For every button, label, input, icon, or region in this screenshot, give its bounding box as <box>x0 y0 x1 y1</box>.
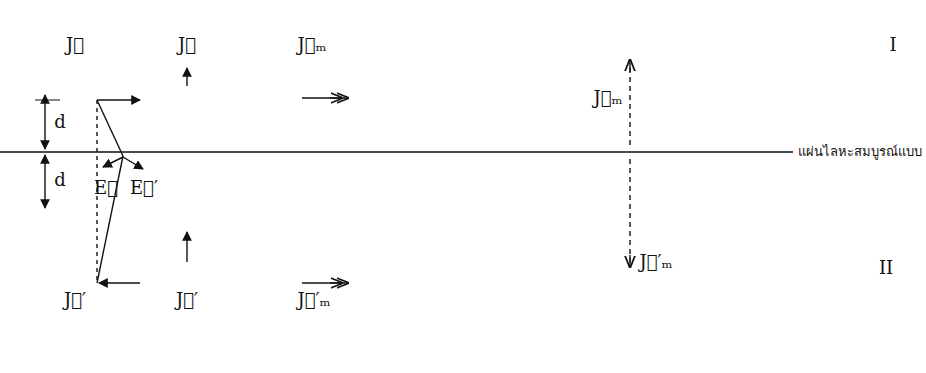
magnetic-current-label: J⃗ₘ <box>297 35 326 55</box>
region-label: II <box>879 258 893 278</box>
conductor-plane <box>0 151 793 152</box>
field-arrow <box>103 157 123 167</box>
magnetic-current-arrow <box>302 97 348 98</box>
dimension-arrow <box>44 95 45 149</box>
plane-label: แผ่นไลหะสมบูรณ์แบบ <box>798 145 922 159</box>
field-label: E⃗′ <box>130 178 158 198</box>
field-arrow <box>123 157 143 169</box>
dimension-label: d <box>54 170 66 190</box>
image-current-arrow <box>99 282 140 283</box>
current-label: J⃗ <box>66 35 84 55</box>
image-current-label: J⃗′ <box>64 290 86 310</box>
image-current-label: J⃗′ₘ <box>297 290 330 310</box>
image-current-arrow <box>186 232 187 262</box>
ray-line <box>97 156 123 283</box>
image-current-label: J⃗′ₘ <box>639 252 672 272</box>
ray-line <box>97 100 123 156</box>
dashed-line <box>629 159 630 262</box>
region-label: I <box>889 35 896 55</box>
dimension-arrow <box>44 155 45 208</box>
tick-line <box>35 283 60 284</box>
magnetic-current-arrow <box>330 97 342 98</box>
magnetic-current-arrow <box>629 60 630 72</box>
field-label: E⃗ <box>94 178 118 198</box>
magnetic-image-arrow <box>330 282 342 283</box>
current-arrow <box>97 99 140 100</box>
current-arrow <box>186 68 187 86</box>
magnetic-image-arrow <box>302 282 348 283</box>
dimension-label: d <box>54 112 66 132</box>
image-current-label: J⃗′ <box>176 290 198 310</box>
tick-line <box>35 100 60 101</box>
current-label: J⃗ <box>178 35 196 55</box>
magnetic-current-label: J⃗ₘ <box>593 88 622 108</box>
magnetic-image-arrow <box>629 255 630 267</box>
dashed-line <box>629 64 630 145</box>
